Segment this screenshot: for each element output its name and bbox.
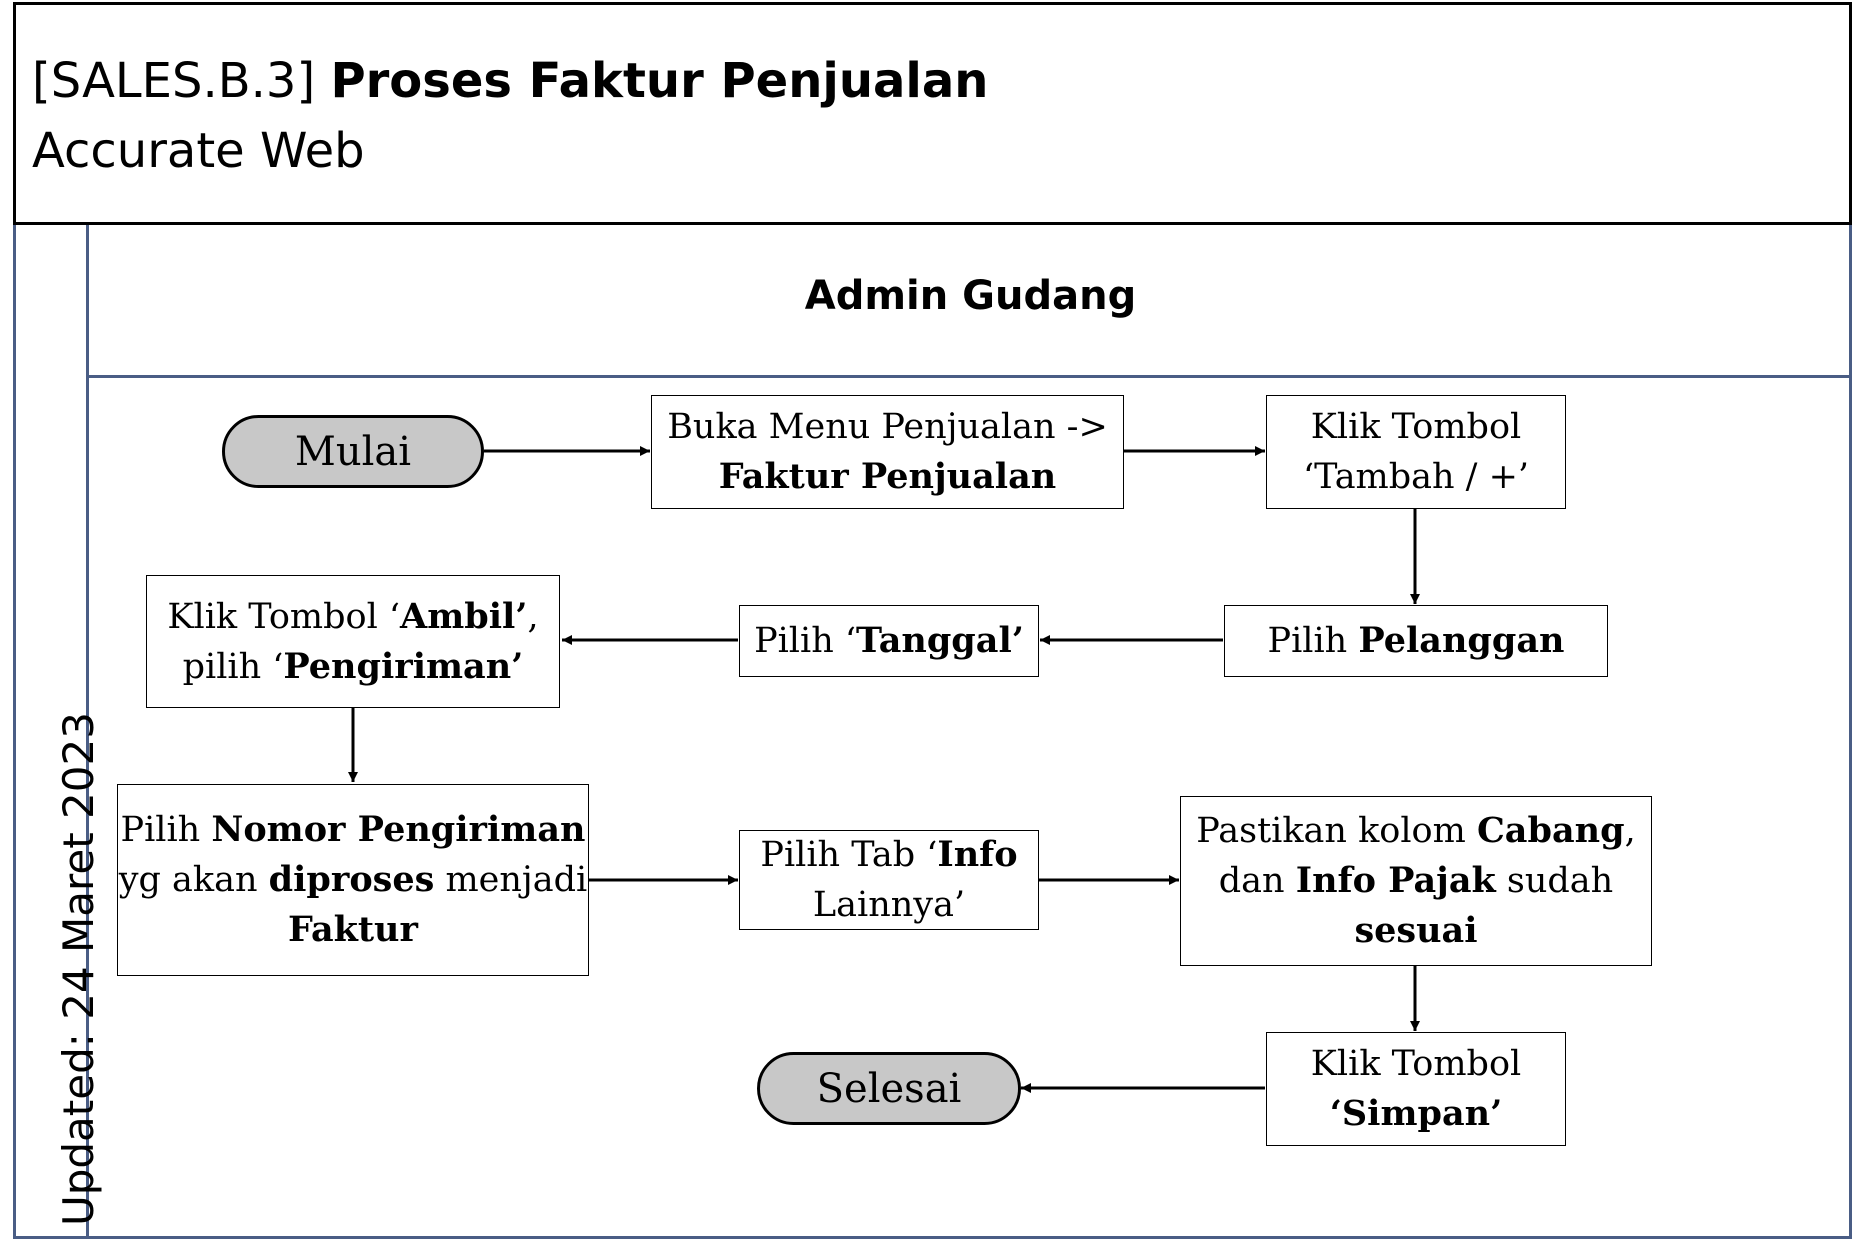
- text-segment-bold: diproses: [268, 859, 435, 900]
- step-klik-simpan: Klik Tombol ‘Simpan’: [1266, 1032, 1566, 1146]
- text-segment: Pilih: [120, 810, 212, 850]
- text-segment-bold: Faktur: [288, 909, 418, 950]
- step-pilih-tab: Pilih Tab ‘Info Lainnya’: [739, 830, 1039, 930]
- text-segment: Lainnya’: [812, 885, 966, 925]
- lane-header: Admin Gudang: [89, 225, 1852, 378]
- step-klik-ambil: Klik Tombol ‘Ambil’, pilih ‘Pengiriman’: [146, 575, 560, 708]
- text-segment: yg akan: [118, 860, 269, 900]
- end-label: Selesai: [816, 1065, 962, 1112]
- page-subtitle: Accurate Web: [32, 123, 365, 179]
- text-segment: menjadi: [434, 860, 588, 900]
- lane-title: Admin Gudang: [804, 273, 1137, 319]
- text-segment: pilih ‘: [182, 646, 284, 687]
- start-label: Mulai: [294, 428, 412, 475]
- text-segment: Pilih Tab ‘: [760, 835, 938, 875]
- end-terminal: Selesai: [757, 1052, 1021, 1125]
- text-segment-bold: Ambil’: [400, 595, 528, 637]
- text-segment: Pilih ‘: [754, 621, 856, 661]
- step-klik-tambah-line1: Klik Tombol: [1310, 407, 1522, 447]
- text-segment-bold: sesuai: [1354, 910, 1478, 951]
- step-klik-simpan-line1: Klik Tombol: [1310, 1044, 1522, 1084]
- title-header: [SALES.B.3] Proses Faktur Penjualan Accu…: [13, 2, 1852, 225]
- text-segment: dan: [1218, 861, 1296, 901]
- step-pastikan: Pastikan kolom Cabang, dan Info Pajak su…: [1180, 796, 1652, 966]
- step-buka-menu: Buka Menu Penjualan -> Faktur Penjualan: [651, 395, 1124, 509]
- start-terminal: Mulai: [222, 415, 484, 488]
- step-pilih-pelanggan: Pilih Pelanggan: [1224, 605, 1608, 677]
- side-column: [13, 225, 89, 1239]
- text-segment-bold: Info Pajak: [1295, 860, 1496, 901]
- page-title: [SALES.B.3] Proses Faktur Penjualan: [32, 53, 988, 109]
- process-title: Proses Faktur Penjualan: [330, 53, 989, 109]
- step-buka-menu-line2: Faktur Penjualan: [718, 456, 1057, 497]
- text-segment-bold: Tanggal’: [856, 620, 1024, 661]
- text-segment-bold: Pelanggan: [1358, 620, 1565, 661]
- text-segment: ,: [1624, 811, 1636, 851]
- step-buka-menu-line1: Buka Menu Penjualan ->: [667, 407, 1108, 447]
- step-klik-simpan-line2: ‘Simpan’: [1329, 1093, 1503, 1134]
- text-segment: Klik Tombol ‘: [167, 596, 401, 637]
- text-segment: sudah: [1495, 861, 1614, 901]
- text-segment-bold: Nomor Pengiriman: [211, 809, 586, 850]
- step-pilih-tanggal: Pilih ‘Tanggal’: [739, 605, 1039, 677]
- text-segment-bold: Pengiriman’: [283, 645, 524, 687]
- step-klik-tambah-line2: ‘Tambah / +’: [1302, 457, 1530, 497]
- text-segment: Pastikan kolom: [1196, 811, 1477, 851]
- text-segment: Pilih: [1267, 621, 1359, 661]
- text-segment-bold: Cabang: [1476, 810, 1625, 851]
- step-pilih-nomor: Pilih Nomor Pengiriman yg akan diproses …: [117, 784, 589, 976]
- step-klik-tambah: Klik Tombol ‘Tambah / +’: [1266, 395, 1566, 509]
- text-segment-bold: Info: [937, 834, 1018, 875]
- text-segment: ,: [527, 596, 539, 637]
- process-code: [SALES.B.3]: [32, 53, 316, 109]
- swimlane-frame: [13, 225, 1852, 1239]
